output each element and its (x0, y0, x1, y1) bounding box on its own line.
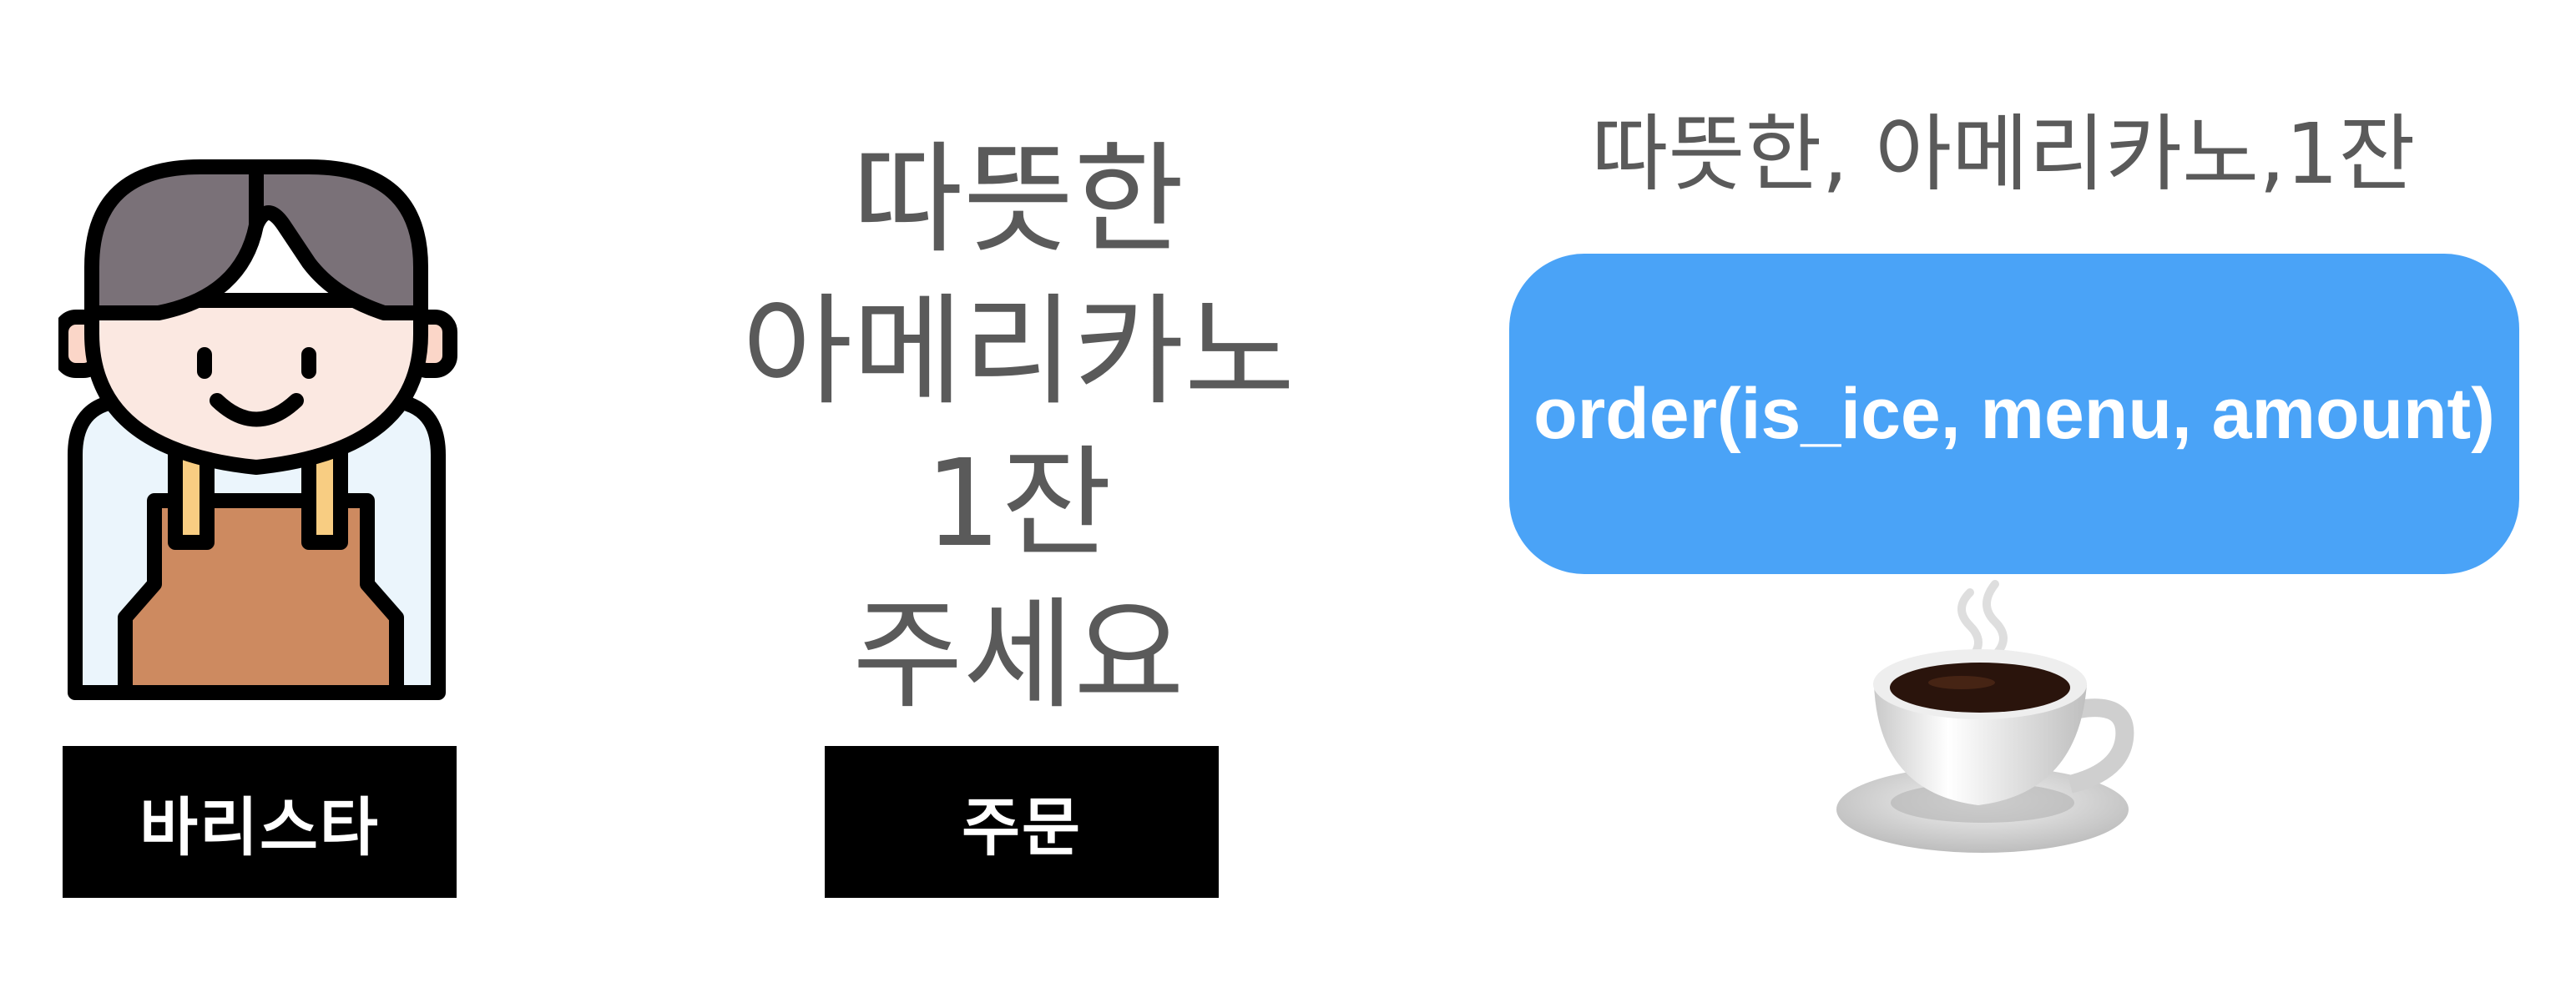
hot-coffee-icon (1836, 580, 2134, 853)
barista-icon (58, 159, 457, 700)
spoken-line: 따뜻한 (852, 129, 1184, 270)
spoken-line: 아메리카노 (741, 281, 1296, 421)
barista-label: 바리스타 (63, 746, 457, 898)
spoken-line: 주세요 (852, 585, 1184, 725)
barista-label-text: 바리스타 (139, 790, 380, 864)
function-call-text: order(is_ice, menu, amount) (1533, 373, 2495, 454)
order-label-text: 주문 (962, 790, 1082, 864)
spoken-order-text: 따뜻한 아메리카노 1잔 주세요 (718, 123, 1319, 731)
order-label: 주문 (825, 746, 1219, 898)
parsed-order-text: 따뜻한, 아메리카노,1잔 (1591, 105, 2416, 203)
spoken-line: 1잔 (924, 433, 1113, 573)
function-call-box: order(is_ice, menu, amount) (1509, 254, 2519, 574)
